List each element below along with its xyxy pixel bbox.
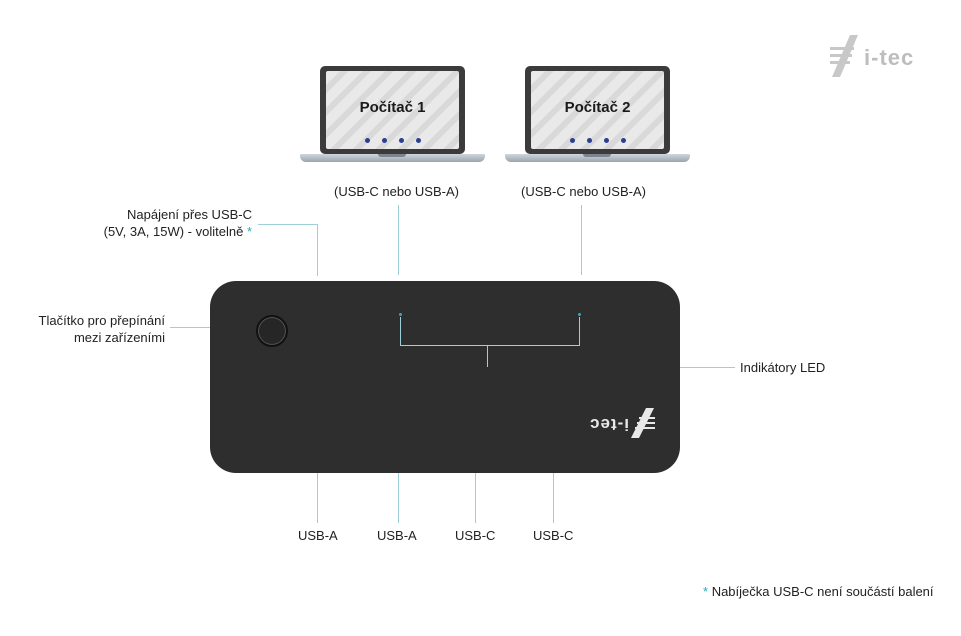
footnote-text: Nabíječka USB-C není součástí balení bbox=[711, 584, 934, 599]
power-asterisk: * bbox=[246, 224, 252, 239]
taskbar-icons bbox=[531, 138, 664, 143]
taskbar-icon bbox=[569, 138, 575, 143]
laptop-notch bbox=[378, 154, 406, 157]
hub-logo-text: i-tec bbox=[589, 415, 629, 434]
led-bracket-bottom bbox=[400, 345, 580, 346]
brand-logo: i-tec bbox=[830, 33, 940, 83]
computer-1-leader bbox=[398, 205, 399, 275]
port-label-1: USB-A bbox=[298, 528, 338, 543]
computer-2-connection-label: (USB-C nebo USB-A) bbox=[521, 184, 646, 199]
laptop-computer-1: Počítač 1 bbox=[300, 66, 490, 166]
computer-2-title: Počítač 2 bbox=[564, 99, 631, 116]
computer-2-leader bbox=[581, 205, 582, 275]
taskbar-icon bbox=[364, 138, 370, 143]
led-bracket-stem bbox=[487, 345, 488, 367]
led-indicator-2 bbox=[578, 313, 581, 316]
port-leader-1 bbox=[317, 473, 318, 523]
laptop-screen-frame: Počítač 2 bbox=[525, 66, 670, 154]
logo-stripes-icon bbox=[830, 35, 858, 77]
laptop-screen: Počítač 1 bbox=[326, 71, 459, 149]
power-label-line2: (5V, 3A, 15W) - volitelně * bbox=[100, 223, 252, 240]
laptop-base bbox=[300, 154, 485, 162]
laptop-notch bbox=[583, 154, 611, 157]
port-label-4: USB-C bbox=[533, 528, 574, 543]
switch-button[interactable] bbox=[256, 315, 288, 347]
port-leader-2 bbox=[398, 473, 399, 523]
laptop-computer-2: Počítač 2 bbox=[505, 66, 695, 166]
laptop-base bbox=[505, 154, 690, 162]
power-leader-horizontal bbox=[258, 224, 318, 225]
led-indicators-label: Indikátory LED bbox=[740, 360, 826, 375]
laptop-screen-frame: Počítač 1 bbox=[320, 66, 465, 154]
taskbar-icon bbox=[586, 138, 592, 143]
footnote-asterisk: * bbox=[703, 584, 709, 599]
taskbar-icon bbox=[381, 138, 387, 143]
port-label-2: USB-A bbox=[377, 528, 417, 543]
taskbar-icons bbox=[326, 138, 459, 143]
port-leader-4 bbox=[553, 473, 554, 523]
taskbar-icon bbox=[398, 138, 404, 143]
switch-button-label: Tlačítko pro přepínání mezi zařízeními bbox=[20, 312, 165, 346]
hub-logo-stripes-icon bbox=[631, 408, 655, 438]
laptop-screen: Počítač 2 bbox=[531, 71, 664, 149]
computer-1-connection-label: (USB-C nebo USB-A) bbox=[334, 184, 459, 199]
footnote: * Nabíječka USB-C není součástí balení bbox=[703, 583, 934, 600]
led-indicator-1 bbox=[399, 313, 402, 316]
switch-label-line2: mezi zařízeními bbox=[73, 330, 165, 345]
led-bracket-left bbox=[400, 317, 401, 345]
power-label: Napájení přes USB-C (5V, 3A, 15W) - voli… bbox=[100, 206, 252, 240]
power-label-spec: (5V, 3A, 15W) - volitelně bbox=[103, 224, 244, 239]
led-bracket-right bbox=[579, 317, 580, 345]
computer-1-title: Počítač 1 bbox=[359, 99, 426, 116]
taskbar-icon bbox=[620, 138, 626, 143]
switch-label-line1: Tlačítko pro přepínání bbox=[38, 313, 165, 328]
taskbar-icon bbox=[603, 138, 609, 143]
port-label-3: USB-C bbox=[455, 528, 496, 543]
taskbar-icon bbox=[415, 138, 421, 143]
brand-logo-text: i-tec bbox=[864, 45, 915, 70]
power-leader-vertical bbox=[317, 224, 318, 276]
kvm-switch-hub: i-tec bbox=[210, 281, 680, 473]
hub-logo: i-tec bbox=[565, 408, 655, 439]
power-label-line1: Napájení přes USB-C bbox=[127, 207, 252, 222]
port-leader-3 bbox=[475, 473, 476, 523]
